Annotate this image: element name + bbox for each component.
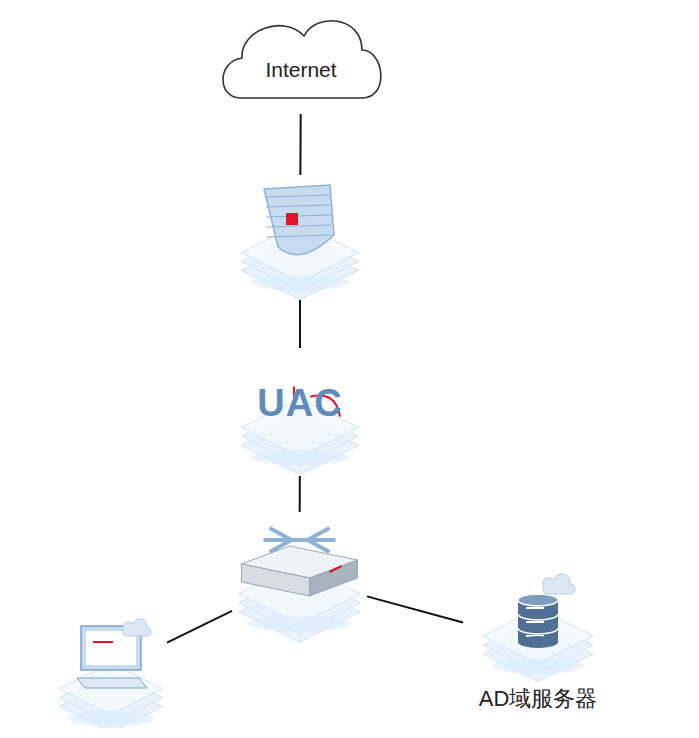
node-label: AD域服务器 [463,684,613,714]
switch-front [242,564,310,596]
switch-side [310,560,358,596]
plate-glow [68,711,155,727]
brick-line [266,225,331,227]
switch-arrows [264,528,336,552]
keyboard [77,678,147,688]
plate-glow [251,275,349,291]
base-plate [483,609,593,664]
server-bottom [518,636,558,648]
server-slot [526,621,544,623]
firewall-mark [286,213,298,225]
brick-line [266,205,331,207]
switch-led [330,566,342,572]
connector [299,300,301,348]
brick-line [266,195,331,197]
plate-glow [248,616,350,632]
node-illustration [55,612,167,728]
plate-glow [492,658,584,674]
brick-line [266,235,331,237]
server-slot [526,607,544,609]
node-illustration [232,512,367,644]
connector [167,611,232,643]
server-node: AD域服务器 [463,568,613,718]
firewall-node [235,175,365,300]
node-label: UAC [235,382,365,425]
brick-line [266,215,331,217]
server-disk-top [518,594,558,606]
uac-node: UAC [235,348,365,476]
node-label: Internet [212,58,390,82]
switch-node [232,512,367,644]
screen-line [93,641,113,643]
firewall-shield [264,185,334,255]
node-illustration [235,175,365,300]
pc-node [55,612,167,728]
small-cloud [122,619,151,636]
connector [299,114,301,175]
connector [299,476,301,512]
cloud-node: Internet [212,6,390,114]
plate-glow [251,449,349,465]
connector [367,596,463,622]
small-cloud [543,574,575,594]
